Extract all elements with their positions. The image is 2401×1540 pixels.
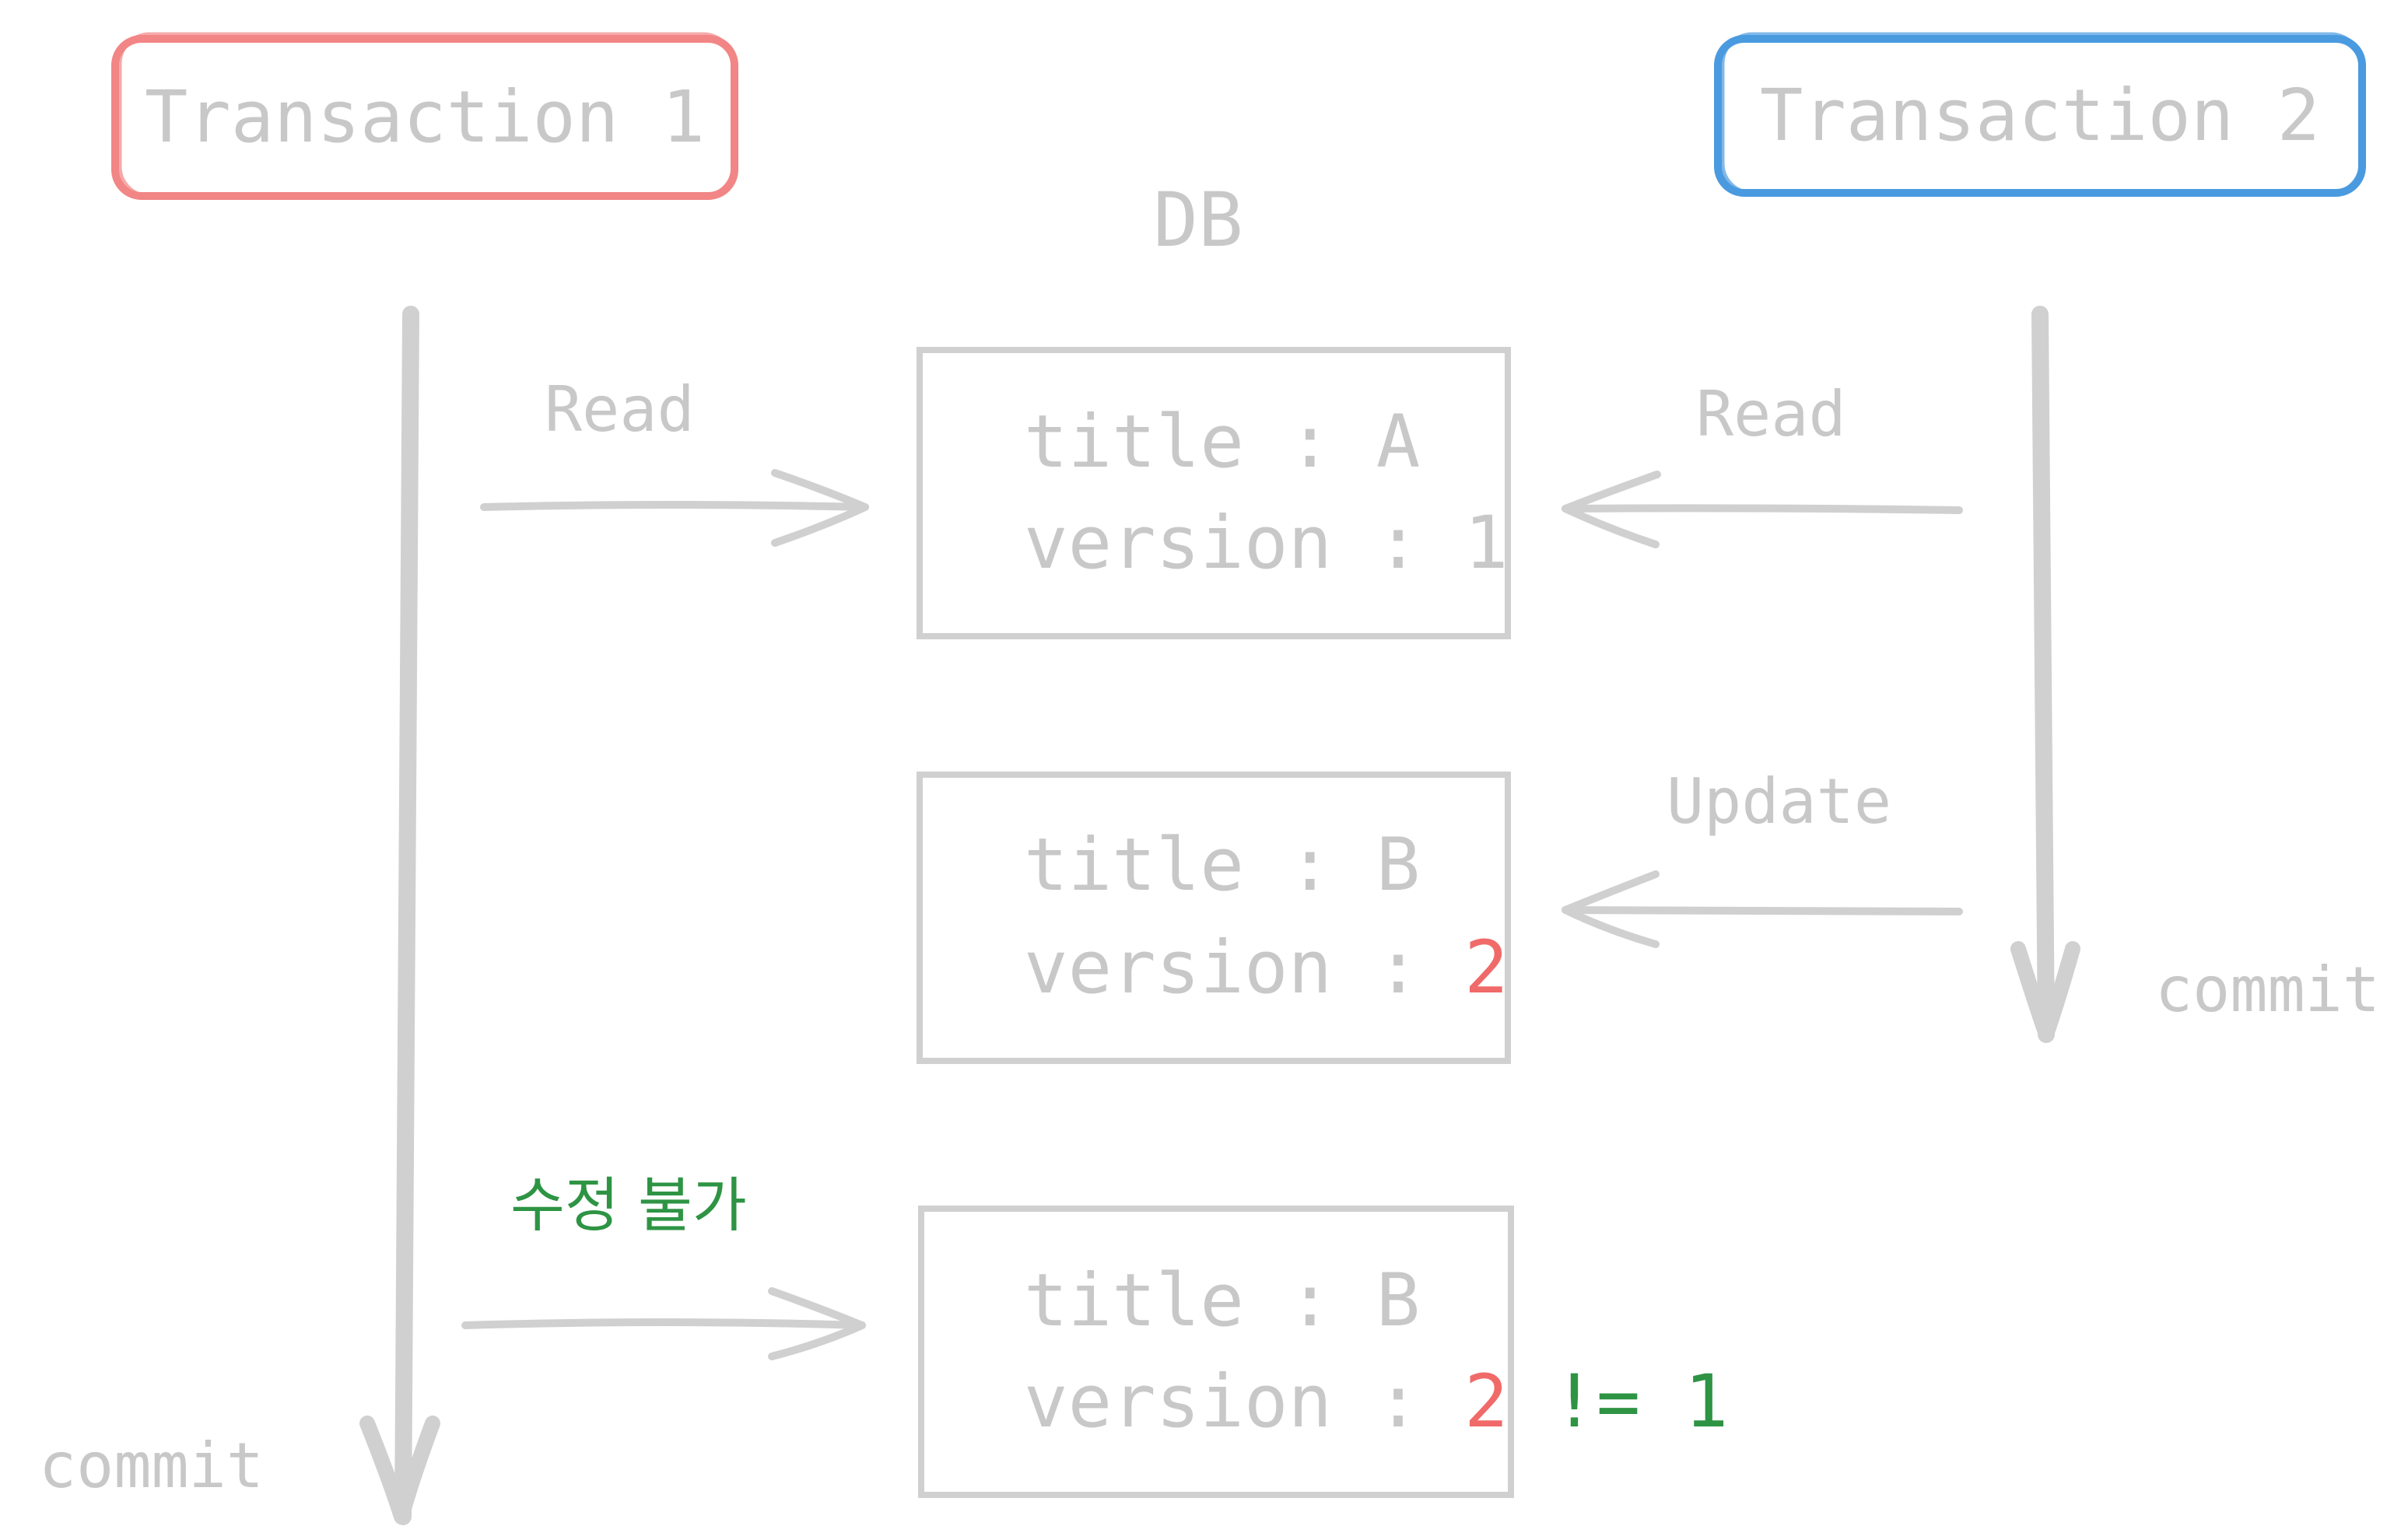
db-record-3-version-prefix: version :	[1024, 1360, 1464, 1444]
db-record-1-border	[917, 347, 1511, 639]
db-record-1: title : A version : 1	[917, 347, 1511, 639]
transaction-2-label: Transaction 2	[1760, 74, 2320, 157]
transaction-2-box: Transaction 2	[1714, 32, 2366, 197]
transaction-1-read-arrow	[480, 469, 869, 547]
transaction-1-rejected-label: 수정 불가	[510, 1171, 747, 1240]
transaction-1-timeline-arrow	[359, 306, 440, 1525]
db-record-2-border	[917, 772, 1511, 1064]
transaction-1-border-sketch	[117, 32, 735, 198]
db-record-3-version-value: 2	[1464, 1360, 1509, 1444]
transaction-1-commit-label: commit	[39, 1430, 264, 1502]
transaction-1-rejected-update-arrow	[461, 1287, 866, 1360]
db-record-1-version-value: 1	[1464, 501, 1509, 586]
transaction-2-timeline-arrow	[2010, 306, 2080, 1043]
db-record-3-version-compare: != 1	[1509, 1360, 1729, 1444]
db-record-2: title : B version : 2	[917, 772, 1511, 1064]
db-label: DB	[1153, 177, 1243, 264]
transaction-2-read-label: Read	[1696, 378, 1846, 450]
transaction-1-read-label: Read	[545, 373, 695, 446]
db-record-1-version-prefix: version :	[1024, 501, 1464, 586]
db-record-3-border	[918, 1206, 1514, 1498]
db-record-3-title: title : B	[1024, 1258, 1420, 1343]
transaction-1-label: Transaction 1	[145, 75, 705, 159]
transaction-2-read-arrow	[1562, 471, 1963, 548]
transaction-2-update-label: Update	[1667, 765, 1891, 838]
transaction-2-commit-label: commit	[2155, 954, 2380, 1026]
db-record-2-version: version : 2	[1024, 926, 1509, 1010]
db-record-3: title : B version : 2 != 1	[918, 1206, 1729, 1498]
db-record-1-version: version : 1	[1024, 501, 1509, 586]
transaction-1-box: Transaction 1	[111, 32, 738, 200]
db-record-3-version: version : 2 != 1	[1024, 1360, 1729, 1444]
db-record-2-title: title : B	[1024, 823, 1420, 908]
db-record-1-title: title : A	[1024, 400, 1420, 485]
db-record-2-version-value: 2	[1464, 926, 1509, 1010]
transaction-2-update-arrow	[1562, 870, 1963, 948]
transaction-2-border-sketch	[1720, 32, 2363, 195]
db-record-2-version-prefix: version :	[1024, 926, 1464, 1010]
